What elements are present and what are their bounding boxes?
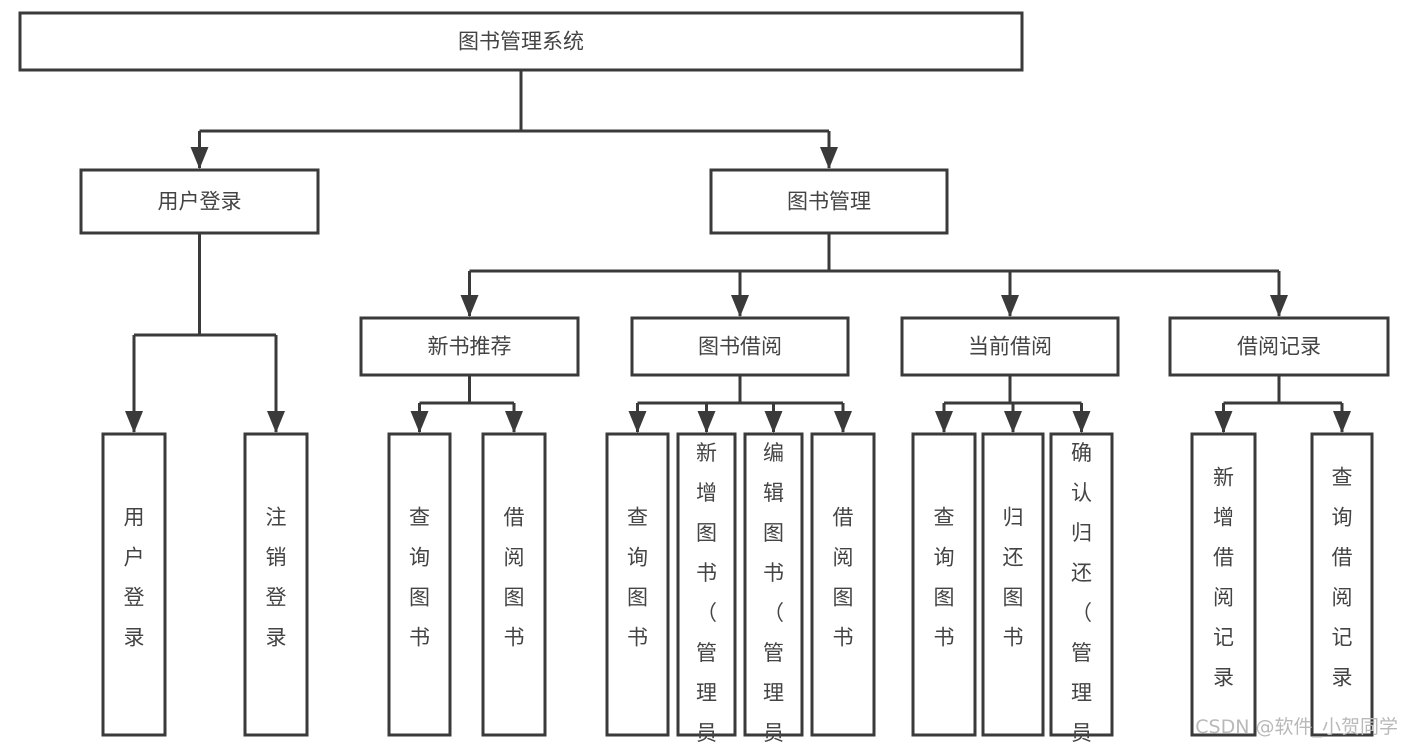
node-box-return-book[interactable] <box>981 432 1045 737</box>
node-label-query-book-1: 查询图书 <box>409 506 430 650</box>
borrow-record-arrow-1 <box>1333 411 1351 433</box>
root-arrow-0 <box>190 147 209 169</box>
node-edit-book-admin[interactable]: 编辑图书（管理员） <box>743 432 804 747</box>
book-borrow-arrow-2 <box>764 411 783 433</box>
node-user-login-do[interactable]: 用户登录 <box>101 432 167 737</box>
node-label-current-borrow: 当前借阅 <box>968 335 1052 359</box>
node-root[interactable]: 图书管理系统 <box>18 11 1024 72</box>
node-label-edit-book-admin: 编辑图书（管理员） <box>763 441 784 747</box>
node-box-query-book-3[interactable] <box>911 432 977 737</box>
node-label-user-login-do: 用户登录 <box>124 506 145 650</box>
node-borrow-record[interactable]: 借阅记录 <box>1168 316 1390 377</box>
book-borrow-arrow-0 <box>628 411 647 433</box>
node-user-login[interactable]: 用户登录 <box>79 168 320 235</box>
connector-layer <box>125 70 1351 433</box>
book-management-arrow-2 <box>1001 295 1019 317</box>
node-label-borrow-book-1: 借阅图书 <box>504 506 525 650</box>
node-label-query-book-2: 查询图书 <box>627 506 648 650</box>
node-label-book-borrow: 图书借阅 <box>698 335 782 359</box>
book-borrow-arrow-1 <box>697 411 716 433</box>
node-label-new-book-recommend: 新书推荐 <box>428 335 512 359</box>
node-box-borrow-book-1[interactable] <box>481 432 547 737</box>
node-query-borrow-record[interactable]: 查询借阅记录 <box>1310 432 1374 737</box>
node-label-user-login: 用户登录 <box>158 190 242 214</box>
node-box-user-login-do[interactable] <box>101 432 167 737</box>
node-label-confirm-return-admin: 确认归还（管理员） <box>1071 441 1092 747</box>
node-new-book-recommend[interactable]: 新书推荐 <box>359 316 580 377</box>
node-box-add-book-admin[interactable] <box>676 432 737 737</box>
node-query-book-1[interactable]: 查询图书 <box>387 432 452 737</box>
node-box-query-book-1[interactable] <box>387 432 452 737</box>
user-login-arrow-1 <box>267 411 285 433</box>
node-label-borrow-record: 借阅记录 <box>1237 335 1321 359</box>
node-add-book-admin[interactable]: 新增图书（管理员） <box>676 432 737 747</box>
node-borrow-book-1[interactable]: 借阅图书 <box>481 432 547 737</box>
root-arrow-1 <box>820 147 838 169</box>
node-user-logout[interactable]: 注销登录 <box>243 432 309 737</box>
node-label-return-book: 归还图书 <box>1003 506 1024 650</box>
node-box-current-borrow[interactable] <box>900 316 1120 377</box>
book-management-arrow-1 <box>731 295 749 317</box>
node-return-book[interactable]: 归还图书 <box>981 432 1045 737</box>
borrow-record-arrow-0 <box>1214 411 1233 433</box>
node-box-book-borrow[interactable] <box>630 316 850 377</box>
node-current-borrow[interactable]: 当前借阅 <box>900 316 1120 377</box>
node-label-add-borrow-record: 新增借阅记录 <box>1213 466 1234 690</box>
new-book-recommend-arrow-0 <box>410 411 429 433</box>
node-box-book-management[interactable] <box>709 168 949 235</box>
book-borrow-arrow-3 <box>834 411 852 433</box>
node-box-add-borrow-record[interactable] <box>1190 432 1257 737</box>
watermark: CSDN @软件_小贺同学 <box>1195 716 1398 738</box>
node-query-book-2[interactable]: 查询图书 <box>605 432 670 737</box>
node-box-confirm-return-admin[interactable] <box>1049 432 1114 737</box>
node-label-query-book-3: 查询图书 <box>934 506 955 650</box>
node-box-user-login[interactable] <box>79 168 320 235</box>
node-layer: 图书管理系统用户登录用户登录注销登录图书管理新书推荐查询图书借阅图书图书借阅查询… <box>18 11 1390 747</box>
node-book-management[interactable]: 图书管理 <box>709 168 949 235</box>
node-box-borrow-record[interactable] <box>1168 316 1390 377</box>
node-label-user-logout: 注销登录 <box>266 506 287 650</box>
current-borrow-arrow-0 <box>935 411 953 433</box>
new-book-recommend-arrow-1 <box>505 411 523 433</box>
node-label-query-borrow-record: 查询借阅记录 <box>1332 466 1353 690</box>
node-confirm-return-admin[interactable]: 确认归还（管理员） <box>1049 432 1114 747</box>
current-borrow-arrow-1 <box>1004 411 1022 433</box>
node-box-borrow-book-2[interactable] <box>810 432 876 737</box>
current-borrow-arrow-2 <box>1072 411 1091 433</box>
node-label-add-book-admin: 新增图书（管理员） <box>696 441 717 747</box>
node-label-root: 图书管理系统 <box>458 30 584 54</box>
node-box-root[interactable] <box>18 11 1024 72</box>
node-borrow-book-2[interactable]: 借阅图书 <box>810 432 876 737</box>
node-book-borrow[interactable]: 图书借阅 <box>630 316 850 377</box>
node-box-query-book-2[interactable] <box>605 432 670 737</box>
node-add-borrow-record[interactable]: 新增借阅记录 <box>1190 432 1257 737</box>
node-query-book-3[interactable]: 查询图书 <box>911 432 977 737</box>
book-management-arrow-3 <box>1270 295 1288 317</box>
node-label-borrow-book-2: 借阅图书 <box>833 506 854 650</box>
node-box-edit-book-admin[interactable] <box>743 432 804 737</box>
user-login-arrow-0 <box>125 411 143 433</box>
node-label-book-management: 图书管理 <box>787 190 871 214</box>
node-box-query-borrow-record[interactable] <box>1310 432 1374 737</box>
node-box-new-book-recommend[interactable] <box>359 316 580 377</box>
book-management-arrow-0 <box>460 295 479 317</box>
node-box-user-logout[interactable] <box>243 432 309 737</box>
